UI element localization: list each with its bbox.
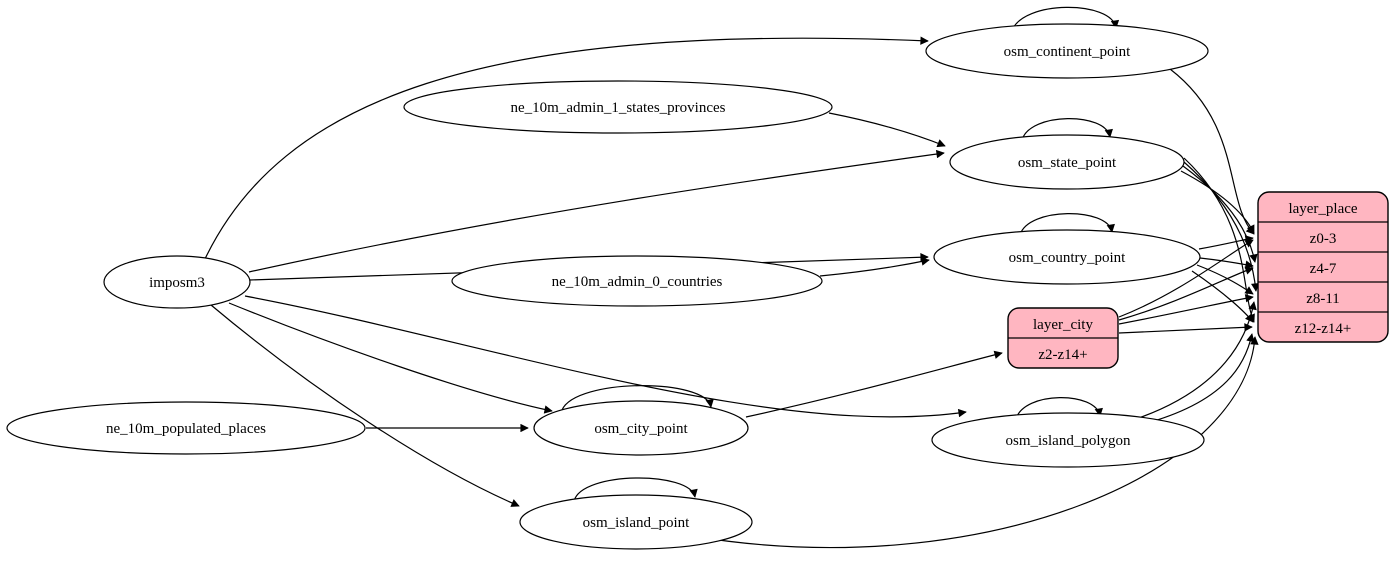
node-label-ne_10m_admin_0_countries: ne_10m_admin_0_countries (552, 274, 723, 290)
node-label-osm_state_point: osm_state_point (1018, 155, 1117, 171)
record-layer_city: layer_city z2-z14+ (1007, 307, 1119, 369)
edge-osm_country_point-to-layer_place:z12-z14+ (1191, 270, 1254, 323)
node-imposm3: imposm3 (103, 255, 251, 309)
record-row-layer_place-z0-3: z0-3 (1310, 231, 1337, 247)
record-header-layer_city: layer_city (1033, 317, 1093, 333)
node-label-imposm3: imposm3 (149, 275, 205, 291)
edge-imposm3-to-osm_city_point (228, 302, 553, 414)
edge-layer_city-to-layer_place:z8-11 (1118, 294, 1254, 325)
node-label-ne_10m_populated_places: ne_10m_populated_places (106, 421, 266, 437)
node-ne_10m_admin_0_countries: ne_10m_admin_0_countries (451, 255, 823, 307)
edge-osm_island_point-to-osm_island_point (573, 477, 698, 502)
edge-osm_country_point-to-osm_country_point (1019, 213, 1115, 236)
node-shape-osm_country_point (933, 229, 1201, 285)
edge-osm_city_point-to-layer_city:z2-z14+ (745, 350, 1003, 418)
edge-imposm3-to-osm_state_point (248, 149, 945, 273)
node-osm_country_point: osm_country_point (933, 229, 1201, 285)
record-row-layer_place-z8-11: z8-11 (1306, 291, 1340, 307)
edge-ne_10m_admin_1_states_provinces-to-osm_state_point (828, 112, 946, 148)
edge-osm_state_point-to-osm_state_point (1021, 118, 1113, 141)
node-shape-osm_island_polygon (931, 412, 1205, 468)
node-shape-ne_10m_admin_0_countries (451, 255, 823, 307)
edge-osm_island_polygon-to-osm_island_polygon (1015, 397, 1103, 420)
edge-osm_island_polygon-to-layer_place:z8-11 (1129, 301, 1257, 422)
node-label-osm_continent_point: osm_continent_point (1004, 44, 1131, 60)
edge-imposm3-to-osm_island_point (210, 304, 520, 507)
node-shape-imposm3 (103, 255, 251, 309)
node-osm_continent_point: osm_continent_point (925, 23, 1209, 79)
node-shape-osm_island_point (519, 494, 753, 550)
edges-layer (203, 6, 1260, 549)
edge-osm_state_point-to-layer_place:z4-7 (1182, 165, 1258, 263)
edge-osm_country_point-to-layer_place:z0-3 (1198, 235, 1254, 250)
record-layer_place: layer_place z0-3 z4-7 z8-11 z12-z14+ (1257, 191, 1389, 343)
node-shape-ne_10m_populated_places (6, 401, 366, 455)
node-osm_state_point: osm_state_point (949, 134, 1185, 190)
edge-osm_continent_point-to-layer_place:z0-3 (1169, 68, 1255, 235)
node-shape-osm_state_point (949, 134, 1185, 190)
edge-imposm3-to-osm_island_polygon (244, 295, 967, 418)
node-osm_island_polygon: osm_island_polygon (931, 412, 1205, 468)
record-row-layer_place-z12-z14+: z12-z14+ (1295, 321, 1352, 337)
node-label-osm_city_point: osm_city_point (594, 421, 688, 437)
nodes-layer: imposm3 ne_10m_admin_1_states_provincesne… (6, 23, 1389, 550)
edge-osm_continent_point-to-osm_continent_point (1011, 6, 1120, 32)
edge-osm_island_polygon-to-layer_place:z12-z14+ (1139, 333, 1255, 426)
node-label-osm_island_polygon: osm_island_polygon (1005, 433, 1131, 449)
edge-osm_state_point-to-layer_place:z8-11 (1183, 161, 1260, 292)
node-label-ne_10m_admin_1_states_provinces: ne_10m_admin_1_states_provinces (511, 100, 726, 116)
record-row-layer_place-z4-7: z4-7 (1310, 261, 1337, 277)
node-label-osm_country_point: osm_country_point (1009, 250, 1126, 266)
edge-osm_country_point-to-layer_place:z4-7 (1199, 257, 1254, 269)
edge-layer_city-to-layer_place:z0-3 (1118, 239, 1254, 318)
record-shape-layer_place (1257, 191, 1389, 343)
edge-osm_city_point-to-osm_city_point (561, 385, 714, 411)
edge-layer_city-to-layer_place:z12-z14+ (1118, 323, 1253, 334)
node-ne_10m_populated_places: ne_10m_populated_places (6, 401, 366, 455)
edge-osm_state_point-to-layer_place:z0-3 (1180, 170, 1255, 234)
node-shape-osm_city_point (533, 400, 749, 456)
node-osm_island_point: osm_island_point (519, 494, 753, 550)
node-label-osm_island_point: osm_island_point (583, 515, 691, 531)
edge-ne_10m_admin_0_countries-to-osm_country_point (819, 257, 930, 277)
node-shape-ne_10m_admin_1_states_provinces (403, 80, 833, 134)
record-row-layer_city-z2-z14+: z2-z14+ (1038, 347, 1087, 363)
edge-osm_country_point-to-layer_place:z8-11 (1196, 264, 1254, 295)
node-ne_10m_admin_1_states_provinces: ne_10m_admin_1_states_provinces (403, 80, 833, 134)
node-shape-osm_continent_point (925, 23, 1209, 79)
edge-imposm3-to-osm_continent_point (203, 36, 929, 262)
node-osm_city_point: osm_city_point (533, 400, 749, 456)
record-header-layer_place: layer_place (1288, 201, 1357, 217)
edge-osm_island_point-to-layer_place:z12-z14+ (691, 336, 1259, 549)
